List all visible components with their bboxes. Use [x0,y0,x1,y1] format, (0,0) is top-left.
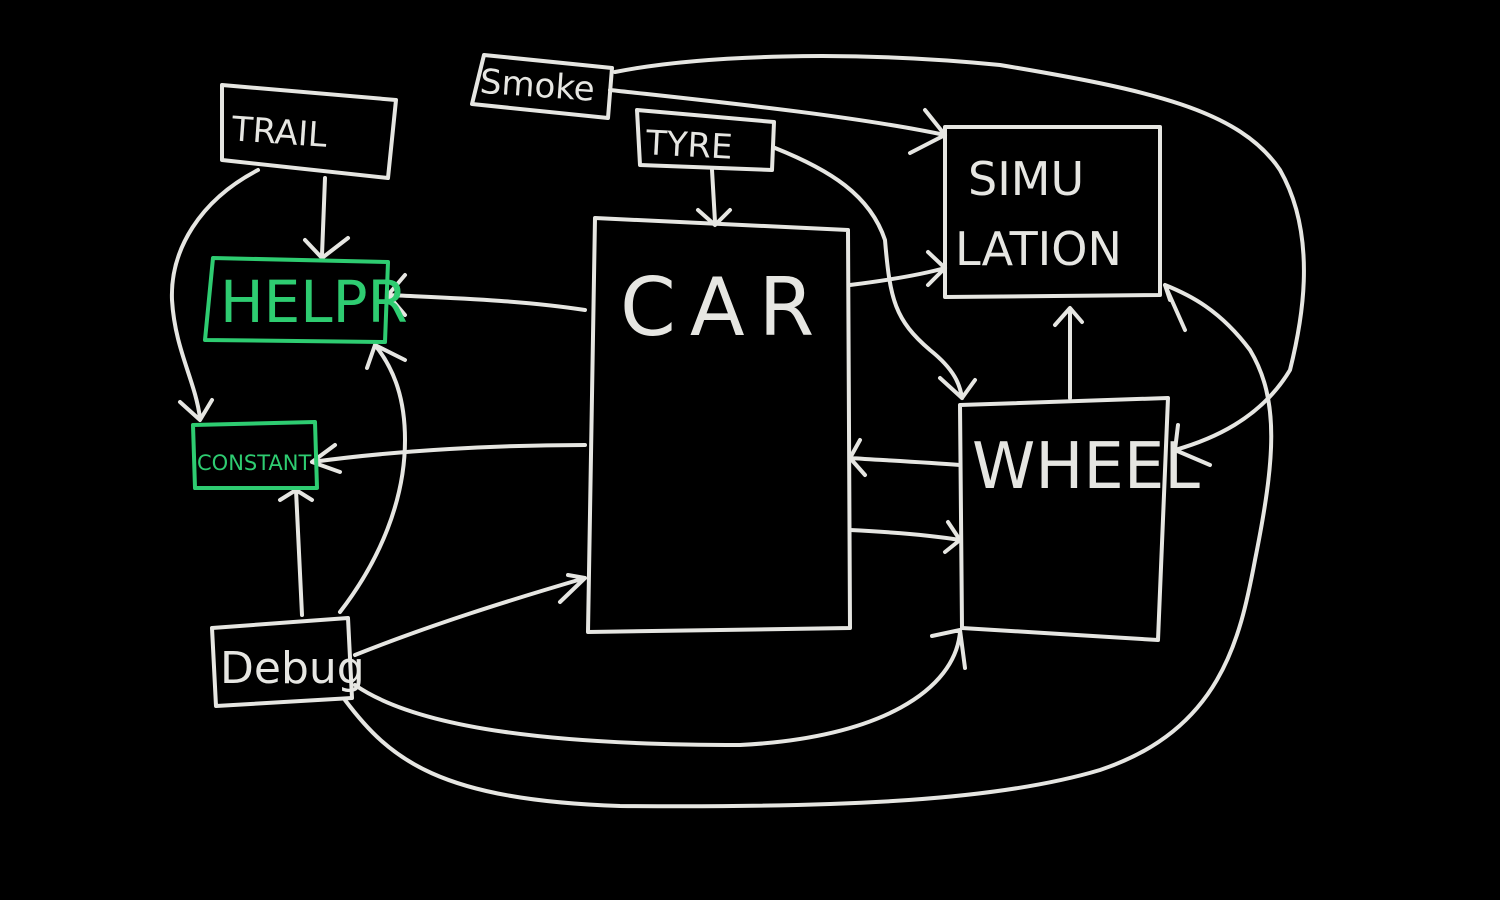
node-helpr-label: HELPR [220,268,408,336]
edge-tyre-car [696,168,732,227]
node-smoke-label: Smoke [479,62,596,110]
edge-smoke-wheel [613,54,1306,467]
node-car[interactable]: CAR [586,216,852,634]
node-debug[interactable]: Debug [210,616,365,708]
node-constant[interactable]: CONSTANT [191,420,319,490]
node-simulation-label-2: LATION [955,222,1122,276]
node-wheel-label: WHEEL [972,430,1200,504]
edge-car-helpr [386,273,587,317]
node-helpr[interactable]: HELPR [203,256,408,344]
edge-debug-simulation [343,283,1274,809]
edge-wheel-simulation [1053,306,1084,400]
edge-debug-wheel [353,628,967,747]
node-debug-label: Debug [220,643,365,694]
node-smoke[interactable]: Smoke [470,53,614,120]
edge-car-wheel [848,520,962,554]
node-trail[interactable]: TRAIL [220,83,398,180]
edge-debug-helpr [338,343,407,614]
edge-debug-car [353,573,587,657]
node-tyre-label: TYRE [644,123,734,168]
edge-debug-constant [278,488,314,617]
node-tyre[interactable]: TYRE [635,108,776,172]
edge-tyre-wheel [773,146,977,400]
node-simulation[interactable]: SIMU LATION [943,125,1162,299]
node-constant-label: CONSTANT [197,451,312,475]
node-car-label: CAR [620,261,828,354]
edge-trail-helpr [303,176,350,260]
node-trail-label: TRAIL [229,109,328,156]
edge-car-simulation [848,250,947,287]
edge-wheel-car [848,438,962,477]
node-wheel[interactable]: WHEEL [958,396,1200,642]
edge-car-constant [310,443,587,474]
node-simulation-label-1: SIMU [968,152,1084,206]
edge-trail-constant [169,168,260,422]
